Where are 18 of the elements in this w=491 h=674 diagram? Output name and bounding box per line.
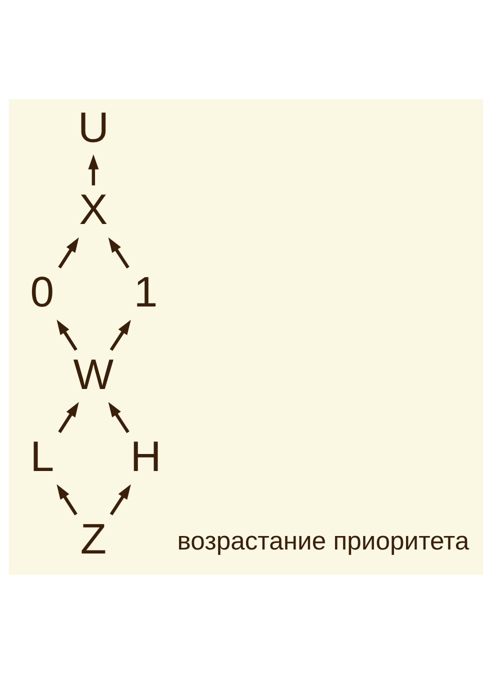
arrow [88, 154, 98, 186]
node-text: W [72, 350, 114, 399]
node-text: 1 [133, 268, 158, 317]
node-text: Z [80, 515, 106, 564]
node-text: 0 [30, 268, 54, 317]
arrow [56, 320, 77, 351]
arrow [108, 237, 129, 269]
node-text: H [130, 433, 161, 482]
label: возрастание приоритета [176, 527, 469, 556]
arrow [109, 484, 130, 516]
node-text: X [78, 186, 108, 234]
node-text: L [30, 433, 54, 482]
arrow [109, 320, 130, 351]
arrow [108, 402, 129, 434]
node-text: U [77, 104, 108, 152]
arrow [58, 237, 78, 268]
arrow [56, 484, 77, 516]
arrow [58, 402, 78, 434]
